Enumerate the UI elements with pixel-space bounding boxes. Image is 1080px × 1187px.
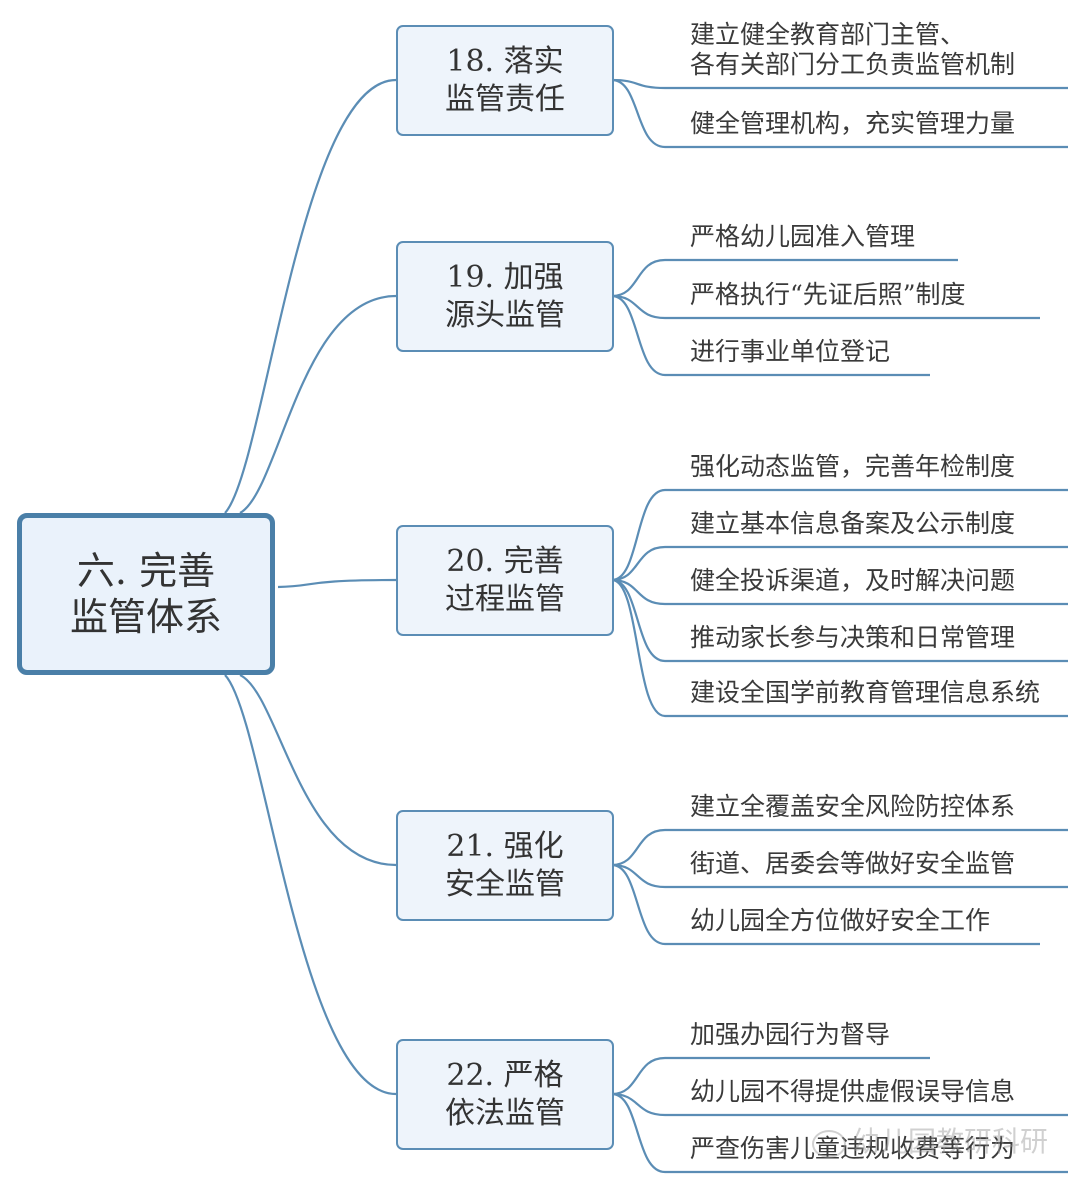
leaf-text-line: 进行事业单位登记 <box>690 337 891 366</box>
topic-node[interactable]: 22. 严格依法监管 <box>396 1039 614 1150</box>
leaf-text-line: 严格幼儿园准入管理 <box>690 222 916 251</box>
topic-to-leaf-link <box>611 545 1068 582</box>
leaf-text-line: 推动家长参与决策和日常管理 <box>690 623 1016 652</box>
leaf-node[interactable]: 推动家长参与决策和日常管理 <box>690 623 1015 653</box>
leaf-node[interactable]: 进行事业单位登记 <box>690 337 890 367</box>
topic-to-leaf-link <box>611 488 1068 582</box>
topic-to-leaf-link <box>611 863 1040 946</box>
leaf-node[interactable]: 健全投诉渠道，及时解决问题 <box>690 566 1015 596</box>
leaf-node[interactable]: 严格幼儿园准入管理 <box>690 222 915 252</box>
leaf-node[interactable]: 强化动态监管，完善年检制度 <box>690 452 1015 482</box>
leaf-text-line: 严格执行“先证后照”制度 <box>690 280 966 309</box>
leaf-node[interactable]: 幼儿园全方位做好安全工作 <box>690 906 990 936</box>
root-topic[interactable]: 六. 完善 监管体系 <box>17 513 275 675</box>
topic-to-leaf-link <box>611 78 1068 149</box>
topic-title-line: 21. 强化 <box>446 828 564 864</box>
topic-to-leaf-link <box>611 863 1068 889</box>
topic-to-leaf-link <box>611 578 1068 663</box>
topic-node[interactable]: 18. 落实监管责任 <box>396 25 614 136</box>
topic-title-line: 20. 完善 <box>446 543 564 579</box>
topic-to-leaf-link <box>611 294 1040 320</box>
leaf-node[interactable]: 街道、居委会等做好安全监管 <box>690 849 1015 879</box>
leaf-text-line: 街道、居委会等做好安全监管 <box>690 849 1016 878</box>
topic-title-line: 过程监管 <box>445 581 565 617</box>
topic-title-line: 源头监管 <box>445 297 565 333</box>
leaf-node[interactable]: 严查伤害儿童违规收费等行为 <box>690 1134 1015 1164</box>
leaf-text-line: 健全管理机构，充实管理力量 <box>690 109 1016 138</box>
topic-to-leaf-link <box>611 1092 1068 1117</box>
topic-to-leaf-link <box>611 294 930 377</box>
topic-to-leaf-link <box>611 828 1068 867</box>
leaf-node[interactable]: 建设全国学前教育管理信息系统 <box>690 678 1040 708</box>
topic-title-line: 18. 落实 <box>446 43 564 79</box>
topic-node[interactable]: 21. 强化安全监管 <box>396 810 614 921</box>
leaf-node[interactable]: 幼儿园不得提供虚假误导信息 <box>690 1077 1015 1107</box>
leaf-text-line: 强化动态监管，完善年检制度 <box>690 452 1016 481</box>
topic-title-line: 22. 严格 <box>446 1057 564 1093</box>
root-title-line: 监管体系 <box>69 595 222 639</box>
leaf-node[interactable]: 建立健全教育部门主管、各有关部门分工负责监管机制 <box>690 20 1015 80</box>
topic-node[interactable]: 20. 完善过程监管 <box>396 525 614 636</box>
root-to-topic-link <box>224 78 397 514</box>
wechat-icon <box>812 1129 846 1158</box>
leaf-text-line: 建立全覆盖安全风险防控体系 <box>690 792 1016 821</box>
topic-to-leaf-link <box>611 78 1068 90</box>
leaf-text-line: 严查伤害儿童违规收费等行为 <box>690 1134 1016 1163</box>
topic-node[interactable]: 19. 加强源头监管 <box>396 241 614 352</box>
topic-to-leaf-link <box>611 258 958 298</box>
leaf-text-line: 建立基本信息备案及公示制度 <box>690 509 1016 538</box>
leaf-text-line: 幼儿园不得提供虚假误导信息 <box>690 1077 1016 1106</box>
leaf-text-line: 加强办园行为督导 <box>690 1020 891 1049</box>
leaf-text-line: 各有关部门分工负责监管机制 <box>690 50 1016 79</box>
topic-title-line: 19. 加强 <box>446 259 564 295</box>
leaf-text-line: 健全投诉渠道，及时解决问题 <box>690 566 1016 595</box>
leaf-node[interactable]: 严格执行“先证后照”制度 <box>690 280 966 310</box>
topic-to-leaf-link <box>611 1092 1068 1174</box>
leaf-text-line: 建设全国学前教育管理信息系统 <box>690 678 1041 707</box>
root-to-topic-link <box>239 294 397 514</box>
topic-title-line: 依法监管 <box>445 1095 565 1131</box>
leaf-text-line: 幼儿园全方位做好安全工作 <box>690 906 991 935</box>
topic-to-leaf-link <box>611 1056 930 1096</box>
leaf-node[interactable]: 建立基本信息备案及公示制度 <box>690 509 1015 539</box>
root-to-topic-link <box>239 674 397 867</box>
topic-title-line: 监管责任 <box>445 81 565 117</box>
leaf-node[interactable]: 加强办园行为督导 <box>690 1020 890 1050</box>
root-to-topic-link <box>224 674 397 1096</box>
topic-title-line: 安全监管 <box>445 866 565 902</box>
leaf-text-line: 建立健全教育部门主管、 <box>690 20 966 49</box>
root-title-line: 六. 完善 <box>76 549 216 593</box>
watermark: 幼儿园教研科研 <box>812 1120 1048 1160</box>
root-to-topic-link <box>277 578 397 589</box>
leaf-node[interactable]: 健全管理机构，充实管理力量 <box>690 109 1015 139</box>
leaf-node[interactable]: 建立全覆盖安全风险防控体系 <box>690 792 1015 822</box>
topic-to-leaf-link <box>611 578 1068 718</box>
topic-to-leaf-link <box>611 578 1068 606</box>
